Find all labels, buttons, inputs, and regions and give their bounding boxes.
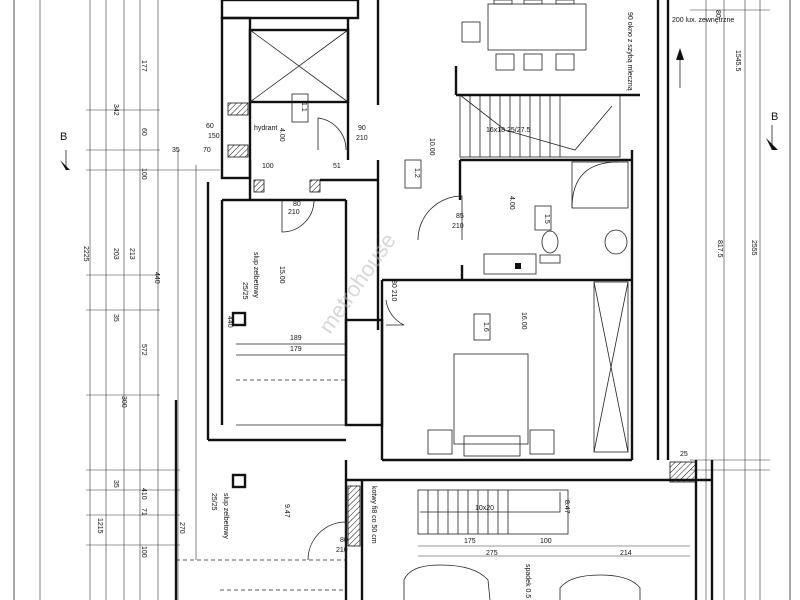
right-dim-1545-5: 1545.5 xyxy=(734,50,741,72)
left-total-213: 213 xyxy=(128,248,135,260)
doors xyxy=(281,117,463,561)
room-1-2-area: 10.00 xyxy=(428,138,435,156)
column-a-size: 25/25 xyxy=(241,282,248,300)
column-b-size: 25/25 xyxy=(210,493,217,511)
dim-70: 70 xyxy=(203,147,211,154)
window-note: 90 okno z szybą mleczną xyxy=(626,12,633,91)
room-bedroom-area: 15.00 xyxy=(278,266,285,284)
left-dim-440: 440 xyxy=(153,272,160,284)
left-dim-100b: 100 xyxy=(140,546,147,558)
stairs-bottom-label: 10x20 xyxy=(475,505,494,512)
left-dim-270: 270 xyxy=(178,522,185,534)
dim-80: 80 xyxy=(714,10,721,18)
dim-179: 179 xyxy=(290,346,302,353)
lux-note: 200 lux. zewnętrzne xyxy=(672,17,734,24)
door-80-210-width: 80 xyxy=(293,201,301,208)
door-85-210-width: 85 xyxy=(456,213,464,220)
left-total-1215: 1215 xyxy=(96,518,103,534)
door-85-210-height: 210 xyxy=(452,223,464,230)
door-dimensions: 90 210 85 210 80 210 80 210 80 210 xyxy=(288,125,464,554)
room-1-1-area: 4.00 xyxy=(278,128,285,142)
dim-150: 150 xyxy=(208,133,220,140)
left-dim-572: 572 xyxy=(140,344,147,356)
left-dim-60: 60 xyxy=(140,128,147,136)
dim-175: 175 xyxy=(464,538,476,545)
dim-189: 189 xyxy=(290,335,302,342)
dim-100b: 100 xyxy=(540,538,552,545)
right-dimension-values: 1545.5 817.5 2555 xyxy=(716,50,757,258)
room-areas: 4.00 10.00 4.00 16.00 15.00 9.47 8.47 xyxy=(278,128,570,518)
door-80-210-c-height: 210 xyxy=(336,547,348,554)
walls xyxy=(174,0,714,600)
left-total-2225: 2225 xyxy=(82,246,89,262)
left-dim-71: 71 xyxy=(140,508,147,516)
dimension-labels: 35 70 100 51 60 150 189 179 440 175 100 … xyxy=(172,10,721,557)
room-1-1-id: 1.1 xyxy=(300,102,307,112)
dim-275: 275 xyxy=(486,550,498,557)
right-dim-2555: 2555 xyxy=(750,240,757,256)
dim-35: 35 xyxy=(172,147,180,154)
section-marker-right: B xyxy=(766,111,778,150)
hydrant-label: hydrant xyxy=(254,125,277,132)
section-marker-left-label: B xyxy=(60,131,67,143)
anchors-note: kotwy fi8 co 50 cm xyxy=(370,486,377,544)
left-dim-177: 177 xyxy=(140,60,147,72)
door-80-210-b: 80 210 xyxy=(390,280,397,302)
north-arrow xyxy=(676,48,684,88)
stairs-top-label: 16x18 25/27.5 xyxy=(486,127,530,134)
room-1-2-id: 1.2 xyxy=(413,168,420,178)
notes: hydrant slup zelbetowy 25/25 slup zelbet… xyxy=(210,12,734,598)
door-90-210-width: 90 xyxy=(358,125,366,132)
right-dim-817-5: 817.5 xyxy=(716,240,723,258)
column-a-label: slup zelbetowy xyxy=(252,252,259,298)
room-garage-area: 9.47 xyxy=(283,504,290,518)
dim-60: 60 xyxy=(206,123,214,130)
section-marker-right-label: B xyxy=(771,111,778,123)
dim-440: 440 xyxy=(226,316,233,328)
dim-214: 214 xyxy=(620,550,632,557)
left-dimension-values: 177 342 60 100 35 440 572 300 35 410 71 … xyxy=(82,60,185,558)
left-dim-35: 35 xyxy=(112,314,119,322)
room-1-5-id: 1.5 xyxy=(543,214,550,224)
left-dim-100: 100 xyxy=(140,168,147,180)
left-dim-300: 300 xyxy=(120,396,127,408)
room-1-6-area: 16.00 xyxy=(520,312,527,330)
dim-100: 100 xyxy=(262,163,274,170)
room-1-6-id: 1.6 xyxy=(482,322,489,332)
right-dimension-lines xyxy=(690,0,770,600)
column-b-label: slup zelbetowy xyxy=(222,493,229,539)
left-dim-35b: 35 xyxy=(112,480,119,488)
page-border xyxy=(13,0,791,600)
section-marker-left: B xyxy=(60,131,70,170)
door-80-210-c-width: 80 xyxy=(340,537,348,544)
dim-51: 51 xyxy=(333,163,341,170)
room-stair-area: 8.47 xyxy=(563,500,570,514)
room-tags: 1.1 1.2 1.5 1.6 xyxy=(291,93,552,341)
dim-25: 25 xyxy=(680,451,688,458)
watermark: metrohouse xyxy=(314,228,401,338)
wall-note: spadek 0.5 xyxy=(524,564,531,598)
columns xyxy=(231,311,247,489)
left-dimension-lines xyxy=(39,0,220,600)
room-1-5-area: 4.00 xyxy=(508,196,515,210)
left-dim-342: 342 xyxy=(112,104,119,116)
door-80-210-height: 210 xyxy=(288,209,300,216)
left-dim-410: 410 xyxy=(140,488,147,500)
door-90-210-height: 210 xyxy=(356,135,368,142)
left-total-203: 203 xyxy=(112,248,119,260)
